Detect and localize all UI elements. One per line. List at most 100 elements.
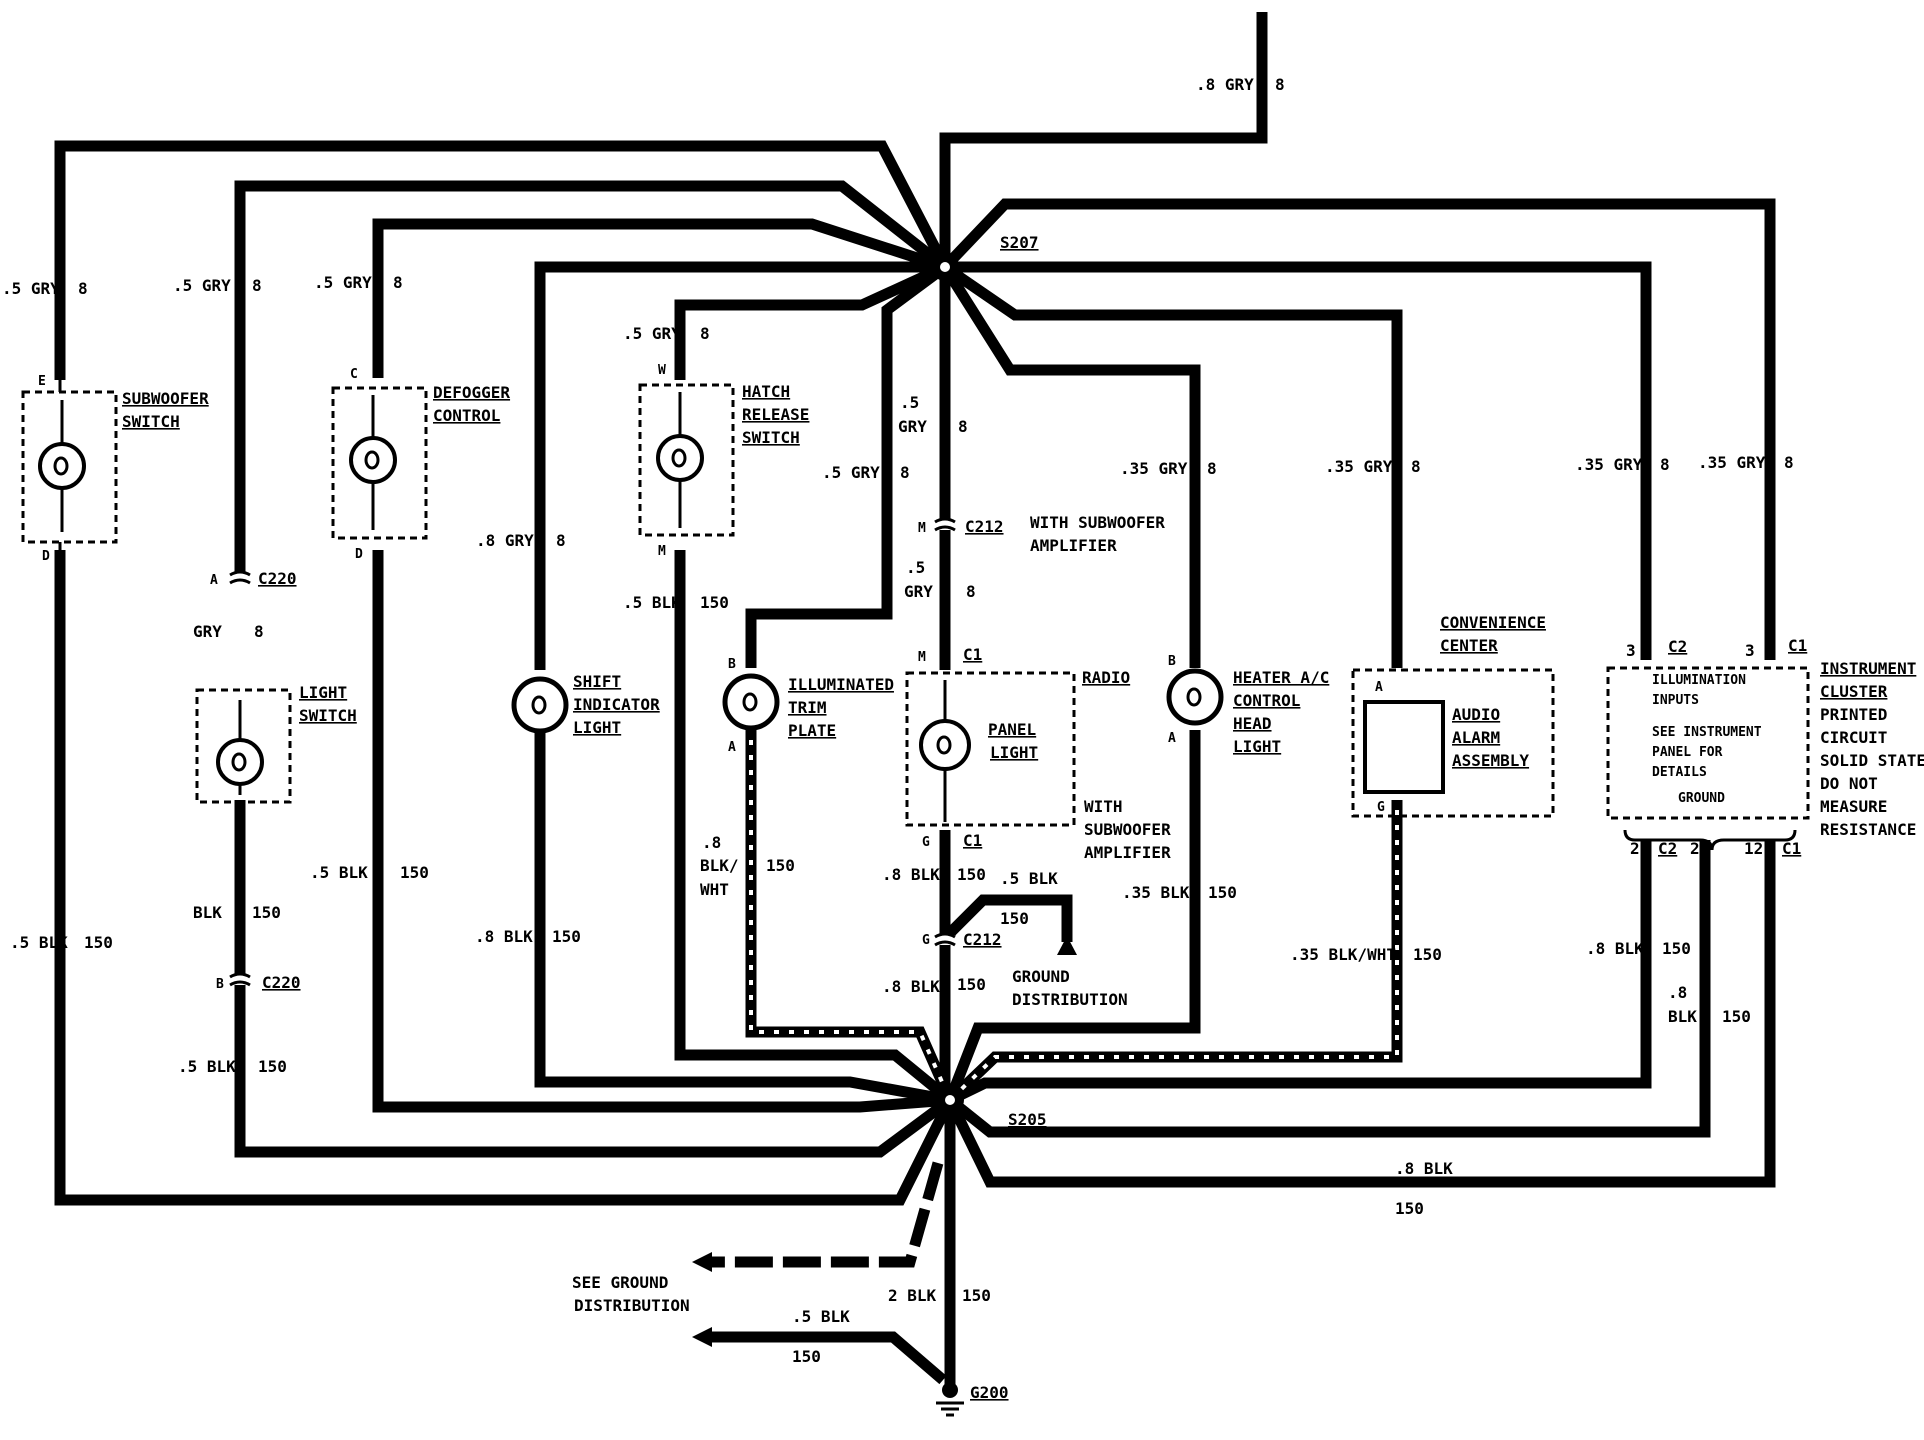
hatch-bulb-icon (656, 434, 704, 482)
shift-name-3: LIGHT (573, 718, 621, 737)
hatch-name-1: HATCH (742, 382, 790, 401)
defogger-ground-circuit: 150 (400, 863, 429, 882)
ic-c1-ground-size: .8 BLK (1395, 1159, 1453, 1178)
trim-feed-size: .5 GRY (822, 463, 880, 482)
wire-heater-ground (944, 730, 1201, 1102)
heater-bulb-icon (1166, 668, 1224, 726)
c220-top-label: C220 (258, 569, 297, 588)
ic-c1-wire-circuit: 8 (1784, 453, 1794, 472)
ground-distribution-2: DISTRIBUTION (1012, 990, 1128, 1009)
c212-top-label: C212 (965, 517, 1004, 536)
top-feed-size: .8 GRY (1196, 75, 1254, 94)
ic-name-2: CLUSTER (1820, 682, 1888, 701)
heater-pin-top: B (1168, 654, 1176, 669)
wire-ground-distribution (944, 894, 1073, 942)
conv-pin-bottom: G (1377, 800, 1385, 815)
wire-conv-feed (941, 262, 1403, 668)
ic-c1-ground-circuit: 150 (1395, 1199, 1424, 1218)
wire-hatch-feed (674, 261, 948, 380)
small-ground-circuit: 150 (792, 1347, 821, 1366)
splice-s205 (936, 1086, 964, 1114)
conv-ground-circuit: 150 (1413, 945, 1442, 964)
heater-wire-size: .35 GRY (1120, 459, 1188, 478)
conv-sub-1: AUDIO (1452, 705, 1500, 724)
radio-pin-top: M (918, 650, 926, 665)
shift-name-2: INDICATOR (573, 695, 660, 714)
radio-ground-size: .8 BLK (882, 865, 940, 884)
ic-pin3-c2: 3 (1626, 641, 1636, 660)
subwoofer-name-1: SUBWOOFER (122, 389, 209, 408)
ic-ground: GROUND (1678, 791, 1725, 806)
subwoofer-name-2: SWITCH (122, 412, 180, 431)
panel-light-name-1: PANEL (988, 720, 1036, 739)
defogger-bulb-icon (349, 436, 397, 484)
wire-shift-feed (534, 261, 945, 670)
radio-conn-bottom: C1 (963, 831, 982, 850)
ic-note-2: CIRCUIT (1820, 728, 1887, 747)
hatch-pin-bottom: M (658, 544, 666, 559)
shift-ground-circuit: 150 (552, 927, 581, 946)
splice-s207 (931, 253, 959, 281)
c220-pin-b: B (216, 977, 224, 992)
shift-ground-size: .8 BLK (475, 927, 533, 946)
heater-name-2: CONTROL (1233, 691, 1300, 710)
light-switch-bulb-icon (216, 738, 264, 786)
heater-ground-size: .35 BLK (1122, 883, 1190, 902)
arrow-heads (692, 1252, 712, 1347)
wire-trim-feed (745, 262, 949, 668)
g200-wire-circuit: 150 (962, 1286, 991, 1305)
conv-wire-size: .35 GRY (1325, 457, 1393, 476)
convenience-center (1351, 668, 1555, 818)
defogger-control (331, 386, 428, 540)
trim-name-1: ILLUMINATED (788, 675, 894, 694)
defogger-pin-top: C (350, 367, 358, 382)
trim-ground-size-3: WHT (700, 880, 729, 899)
small-ground-size: .5 BLK (792, 1307, 850, 1326)
hatch-ground-circuit: 150 (700, 593, 729, 612)
trim-wire-circuit: 8 (958, 417, 968, 436)
g200-wire-size: 2 BLK (888, 1286, 937, 1305)
ground-g200-symbol (936, 1382, 964, 1417)
light-switch (195, 688, 292, 804)
shift-wire-size: .8 GRY (476, 531, 534, 550)
ic-2-ground-size-1: .8 (1668, 983, 1687, 1002)
ground-return-wires (54, 550, 1776, 1390)
defogger-ground-size: .5 BLK (310, 863, 368, 882)
radio (905, 671, 1076, 827)
subwoofer-pin-top: E (38, 374, 46, 389)
conv-sub-3: ASSEMBLY (1452, 751, 1529, 770)
wire-defogger-ground (372, 550, 951, 1113)
hatch-name-2: RELEASE (742, 405, 809, 424)
radio-ground-circuit: 150 (957, 865, 986, 884)
wire-light-switch-ground (234, 800, 954, 1158)
radio-pin-bottom: G (922, 835, 930, 850)
c212-note-2: AMPLIFIER (1030, 536, 1117, 555)
subwoofer-wire-size: .5 GRY (2, 279, 60, 298)
gd-wire-size: .5 BLK (1000, 869, 1058, 888)
ground-distribution-symbol (1057, 936, 1077, 955)
ic-c2-wire-circuit: 8 (1660, 455, 1670, 474)
trim-wire-size-b: GRY (898, 417, 927, 436)
top-feed-circuit: 8 (1275, 75, 1285, 94)
ic-note-6: RESISTANCE (1820, 820, 1916, 839)
ic-see-3: DETAILS (1652, 765, 1707, 780)
ic-illum-2: INPUTS (1652, 693, 1699, 708)
radio-note-2: SUBWOOFER (1084, 820, 1171, 839)
ic-c1-bottom: C1 (1782, 839, 1801, 858)
c212-note-1: WITH SUBWOOFER (1030, 513, 1165, 532)
radio-name: RADIO (1082, 668, 1130, 687)
ic-c2-ground-size: .8 BLK (1586, 939, 1644, 958)
ic-pin2-c2: 2 (1630, 839, 1640, 858)
blk-wht-stripes (749, 740, 1399, 1102)
wire-to-g200-small (712, 1331, 947, 1385)
instrument-cluster (1606, 666, 1810, 851)
subwoofer-ground-circuit: 150 (84, 933, 113, 952)
wire-subwoofer-feed (54, 140, 950, 380)
ic-note-4: DO NOT (1820, 774, 1878, 793)
trim-name-3: PLATE (788, 721, 836, 740)
gd-wire-circuit: 150 (1000, 909, 1029, 928)
light-switch-name-1: LIGHT (299, 683, 347, 702)
radio-note-3: AMPLIFIER (1084, 843, 1171, 862)
gray-feed-wires (54, 12, 1776, 670)
trim-ground-size-1: .8 (702, 833, 721, 852)
